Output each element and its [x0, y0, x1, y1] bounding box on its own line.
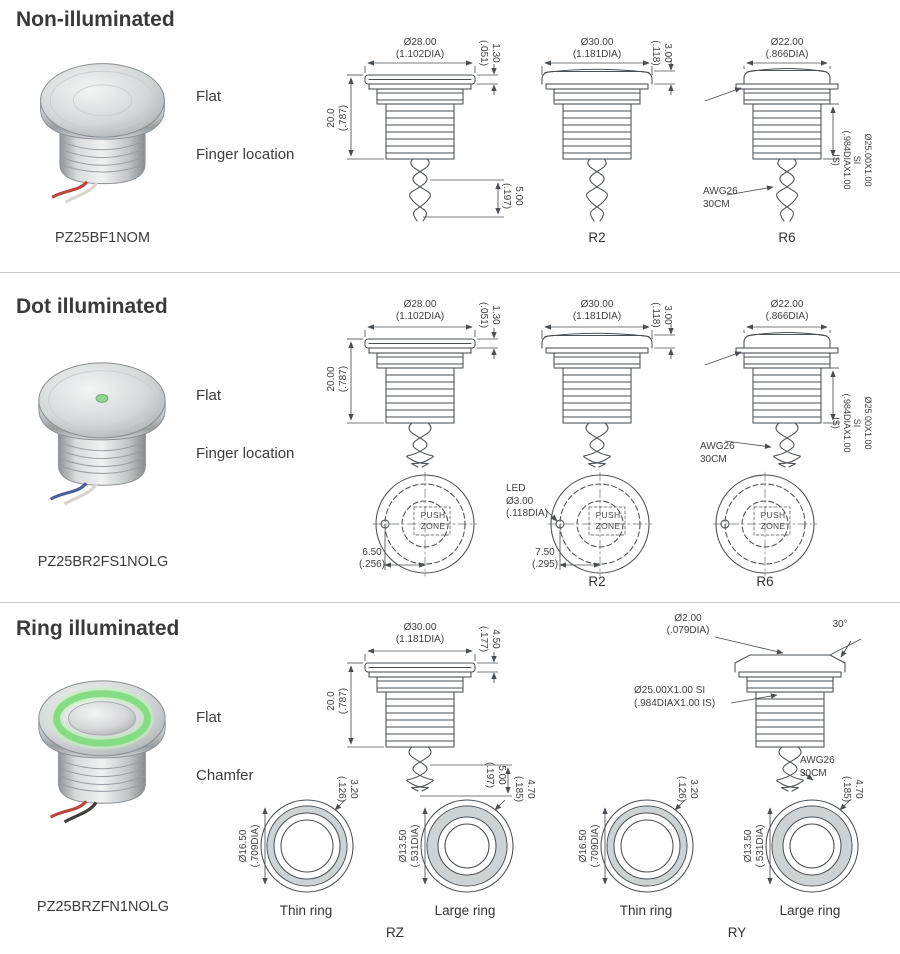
bottom-view-flat: [372, 471, 478, 577]
ring-view-thin-rz: [257, 796, 357, 896]
dim-led-offset: 7.50 (.295): [531, 547, 559, 570]
dim-ring-width: 3.20 (.126): [336, 775, 359, 803]
side-view-flat-drawing: [347, 648, 512, 797]
ring-view-large-rz: [417, 796, 517, 896]
dim-cap-diameter: Ø28.00 (1.102DIA): [395, 299, 445, 322]
product-photo-dot-illuminated: [38, 362, 166, 506]
side-view-flat-drawing: [347, 60, 504, 222]
dim-ring-width: 4.70 (.185): [513, 775, 536, 803]
dim-chamfer-angle: 30°: [832, 619, 848, 631]
dim-ring-diameter: Ø13.50 (.531DIA): [743, 824, 766, 868]
variant-label-r2: R2: [588, 230, 606, 245]
feature-label-finger-location: Finger location: [196, 445, 295, 462]
feature-label-flat: Flat: [196, 88, 222, 105]
dim-cap-diameter: Ø22.00 (.866DIA): [765, 299, 809, 322]
led-dimension-note: LED Ø3.00 (.118DIA): [506, 483, 549, 519]
variant-label-r2: R2: [588, 574, 606, 589]
dim-cap-diameter: Ø22.00 (.866DIA): [765, 37, 809, 60]
dim-cap-diameter: Ø30.00 (1.181DIA): [572, 37, 622, 60]
dim-led-diameter: Ø2.00 (.079DIA): [666, 613, 710, 636]
ring-view-large-ry: [762, 796, 862, 896]
wire-gauge-note: AWG26 30CM: [800, 755, 835, 779]
ring-style-label-thin: Thin ring: [619, 903, 673, 918]
feature-label-flat: Flat: [196, 387, 222, 404]
dim-ring-diameter: Ø13.50 (.531DIA): [398, 824, 421, 868]
part-number: PZ25BRZFN1NOLG: [36, 899, 170, 915]
section-non-illuminated: Non-illuminated PZ25BF1NOM Flat Finger l…: [0, 0, 900, 272]
ring-style-label-large: Large ring: [434, 903, 496, 918]
variant-label-r6: R6: [756, 574, 774, 589]
variant-label-r6: R6: [778, 230, 796, 245]
push-zone-label: PUSH ZONE: [595, 509, 621, 531]
dim-wire-length: 5.00 (.197): [484, 761, 507, 789]
part-number: PZ25BR2FS1NOLG: [37, 554, 169, 570]
section-title: Dot illuminated: [16, 295, 168, 318]
dim-ring-width: 3.20 (.126): [676, 775, 699, 803]
ring-style-label-large: Large ring: [779, 903, 841, 918]
side-view-r6-drawing: [704, 324, 839, 468]
dim-body-height: 20.00 (.787): [326, 365, 349, 393]
feature-label-finger-location: Finger location: [196, 146, 295, 163]
dim-led-offset: 6.50 (.256): [358, 547, 386, 570]
feature-label-chamfer: Chamfer: [196, 767, 254, 784]
side-view-flat-drawing: [347, 324, 498, 468]
dim-cap-diameter: Ø30.00 (1.181DIA): [572, 299, 622, 322]
dim-thread-spec: Ø25.00X1.00 SI (.984DIAX1.00 IS): [831, 393, 874, 453]
dim-cap-thickness: 4.50 (.177): [478, 625, 501, 653]
dim-cap-thickness: 3.00 (.118): [650, 302, 673, 328]
side-view-r2-drawing: [541, 324, 675, 468]
wire-gauge-note: AWG26 30CM: [700, 441, 735, 465]
side-view-r2-drawing: [541, 60, 675, 222]
bottom-view-r6: [712, 471, 818, 577]
dim-cap-diameter: Ø28.00 (1.102DIA): [395, 37, 445, 60]
variant-label-ry: RY: [727, 925, 747, 940]
bottom-view-r2: [544, 471, 653, 577]
ring-view-thin-ry: [597, 796, 697, 896]
side-view-r6-drawing: [704, 60, 839, 222]
dim-thread-spec: Ø25.00X1.00 SI (.984DIAX1.00 IS): [831, 130, 874, 190]
ring-style-label-thin: Thin ring: [279, 903, 333, 918]
section-dot-illuminated: Dot illuminated PZ25BR2FS1NOLG Flat Fing…: [0, 272, 900, 602]
dim-ring-diameter: Ø16.50 (.709DIA): [238, 824, 261, 868]
dim-body-height: 20.0 (.787): [326, 104, 349, 132]
product-photo-ring-illuminated: [38, 680, 166, 824]
dim-cap-diameter: Ø30.00 (1.181DIA): [395, 622, 445, 645]
dim-ring-width: 4.70 (.185): [841, 775, 864, 803]
section-title: Ring illuminated: [16, 617, 180, 640]
push-zone-label: PUSH ZONE: [760, 509, 786, 531]
push-zone-label: PUSH ZONE: [420, 509, 446, 531]
part-number: PZ25BF1NOM: [54, 230, 151, 246]
dim-ring-diameter: Ø16.50 (.709DIA): [578, 824, 601, 868]
feature-label-flat: Flat: [196, 709, 222, 726]
wire-gauge-note: AWG26 30CM: [703, 186, 738, 210]
section-ring-illuminated: Ring illuminated PZ25BRZFN1NOLG Flat Cha…: [0, 602, 900, 954]
dim-cap-thickness: 3.00 (.118): [650, 40, 673, 66]
section-title: Non-illuminated: [16, 8, 175, 31]
dim-body-height: 20.0 (.787): [326, 687, 349, 715]
product-photo-non-illuminated: [40, 63, 165, 204]
side-view-chamfer-drawing: [714, 636, 862, 792]
variant-label-rz: RZ: [386, 925, 404, 940]
dim-thread-spec: Ø25.00X1.00 SI (.984DIAX1.00 IS): [634, 685, 716, 709]
